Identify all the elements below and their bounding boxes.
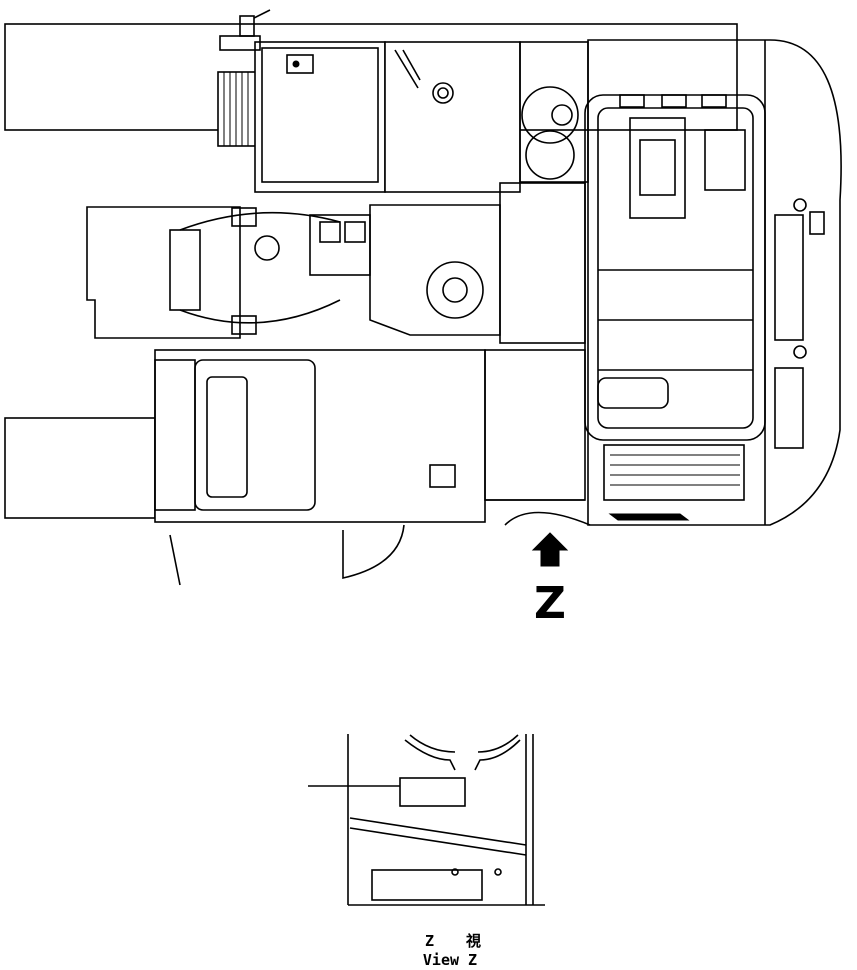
right-hose-curve xyxy=(474,739,521,771)
view-z-arrow xyxy=(531,532,569,567)
machine-plan-view: Z xyxy=(4,9,842,629)
engine-compartment xyxy=(169,182,586,344)
bottom-curve xyxy=(504,511,591,526)
left-hose-curve xyxy=(404,739,456,771)
radiator-frame xyxy=(154,349,586,523)
lower-left-block xyxy=(4,417,156,519)
view-z-detail xyxy=(308,734,545,906)
cab-frame xyxy=(584,39,842,526)
view-z-label: Z xyxy=(534,578,566,629)
top-bracket xyxy=(219,9,271,51)
caption-letter: Z xyxy=(425,932,434,950)
caption-kanji: 視 xyxy=(465,932,481,950)
detail-base xyxy=(371,869,483,901)
tank-assembly xyxy=(254,41,589,193)
caption-english: View Z xyxy=(423,951,477,969)
detail-box xyxy=(399,777,466,807)
stacked-plates xyxy=(217,71,257,147)
lower-step xyxy=(169,524,405,586)
hatched-decal xyxy=(608,513,690,521)
view-z-caption: Z 視 View Z xyxy=(423,932,481,969)
boom-frame xyxy=(86,206,241,339)
